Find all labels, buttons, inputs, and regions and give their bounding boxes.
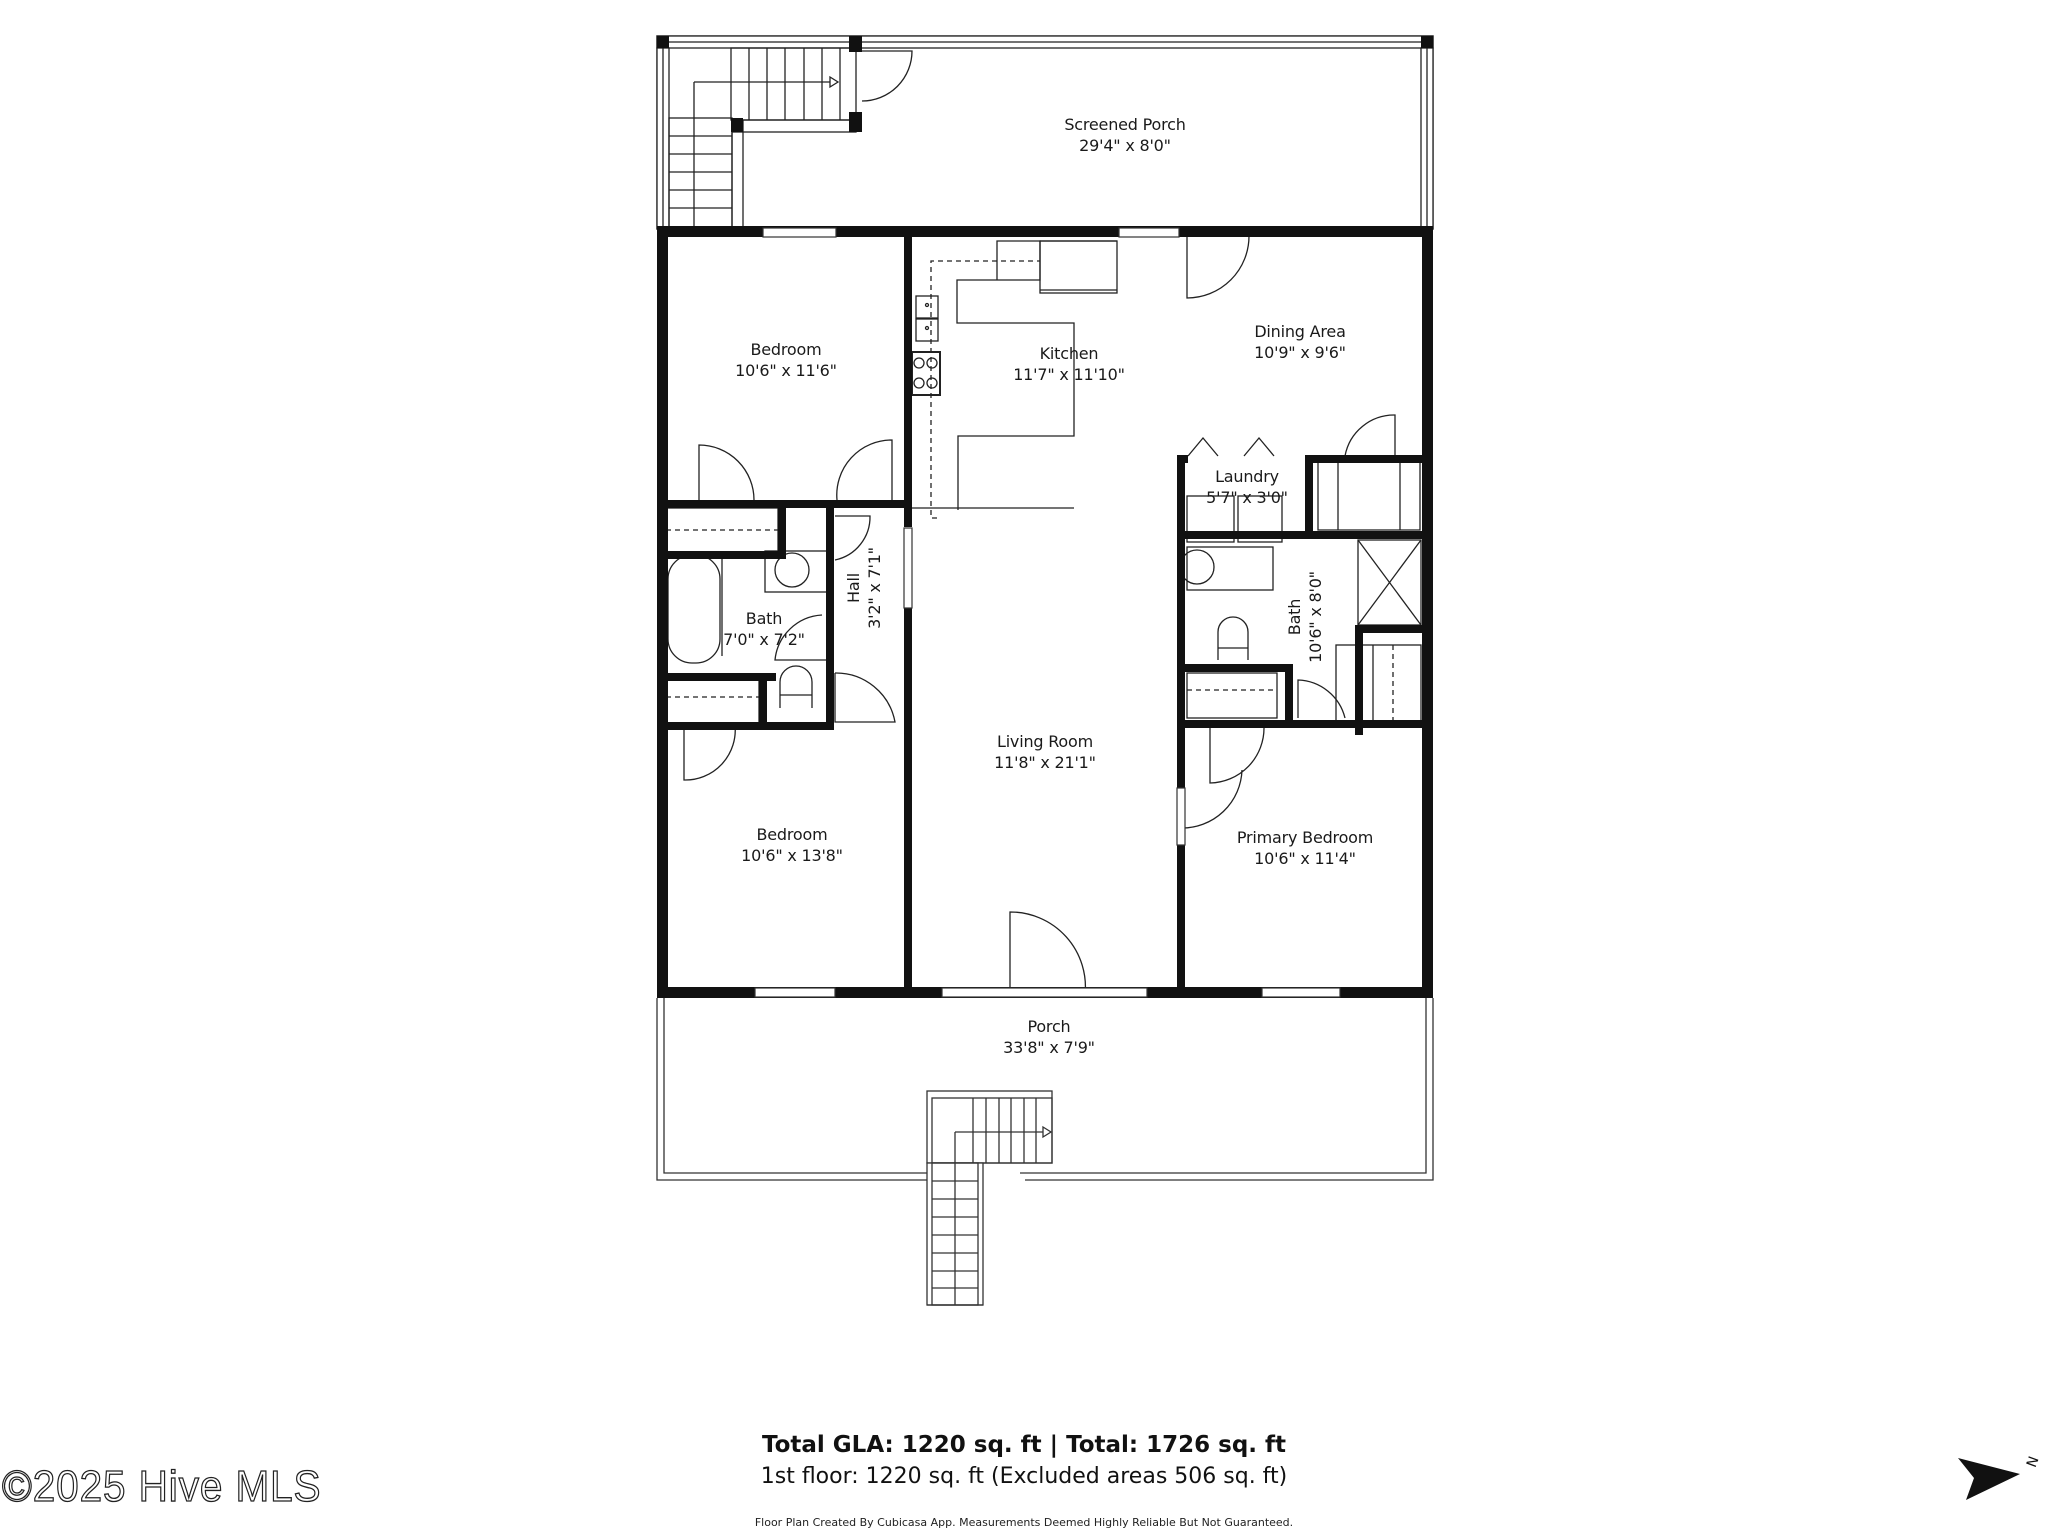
room-label-dining-area: Dining Area 10'9" x 9'6" xyxy=(1254,321,1346,363)
room-name: Bedroom xyxy=(756,825,828,844)
windows xyxy=(754,227,1341,998)
room-dimensions: 10'6" x 8'0" xyxy=(1306,571,1325,663)
room-name: Porch xyxy=(1027,1017,1071,1036)
room-dimensions: 5'7" x 3'0" xyxy=(1206,488,1288,507)
room-dimensions: 7'0" x 7'2" xyxy=(723,630,805,649)
room-label-bath-1: Bath 7'0" x 7'2" xyxy=(723,608,805,650)
room-label-bedroom-2: Bedroom 10'6" x 13'8" xyxy=(741,824,843,866)
room-name: Hall xyxy=(844,573,863,603)
porch-posts xyxy=(657,36,1433,132)
copyright-watermark: ©2025 Hive MLS xyxy=(1,1461,322,1511)
room-label-screened-porch: Screened Porch 29'4" x 8'0" xyxy=(1064,114,1186,156)
room-dimensions: 3'2" x 7'1" xyxy=(865,547,884,629)
room-label-living-room: Living Room 11'8" x 21'1" xyxy=(994,731,1096,773)
total-area-summary: Total GLA: 1220 sq. ft | Total: 1726 sq.… xyxy=(761,1432,1287,1458)
room-label-porch: Porch 33'8" x 7'9" xyxy=(1003,1016,1095,1058)
floor-area-summary: 1st floor: 1220 sq. ft (Excluded areas 5… xyxy=(760,1464,1288,1489)
screened-porch-area xyxy=(656,35,1434,230)
room-dimensions: 10'6" x 11'4" xyxy=(1254,849,1356,868)
room-name: Living Room xyxy=(996,732,1094,751)
room-dimensions: 11'8" x 21'1" xyxy=(994,753,1096,772)
room-label-bath-2: Bath 10'6" x 8'0" xyxy=(1284,571,1326,663)
disclaimer: Floor Plan Created By Cubicasa App. Meas… xyxy=(754,1516,1294,1529)
room-name: Primary Bedroom xyxy=(1236,828,1374,847)
room-dimensions: 29'4" x 8'0" xyxy=(1079,136,1171,155)
room-name: Dining Area xyxy=(1254,322,1346,341)
room-label-primary-bedroom: Primary Bedroom 10'6" x 11'4" xyxy=(1237,827,1373,869)
room-label-kitchen: Kitchen 11'7" x 11'10" xyxy=(1013,343,1125,385)
room-name: Laundry xyxy=(1215,467,1279,486)
room-label-laundry: Laundry 5'7" x 3'0" xyxy=(1206,466,1288,508)
room-dimensions: 33'8" x 7'9" xyxy=(1003,1038,1095,1057)
house-footprint xyxy=(657,229,1433,998)
room-name: Kitchen xyxy=(1039,344,1099,363)
room-dimensions: 10'6" x 11'6" xyxy=(735,361,837,380)
room-name: Bedroom xyxy=(750,340,822,359)
room-dimensions: 11'7" x 11'10" xyxy=(1013,365,1125,384)
room-label-bedroom-1: Bedroom 10'6" x 11'6" xyxy=(735,339,837,381)
room-name: Bath xyxy=(1285,598,1304,636)
room-name: Bath xyxy=(745,609,783,628)
front-porch-area xyxy=(656,998,1434,1306)
room-dimensions: 10'6" x 13'8" xyxy=(741,846,843,865)
north-arrow-icon xyxy=(1958,1458,2020,1500)
room-name: Screened Porch xyxy=(1064,115,1186,134)
room-dimensions: 10'9" x 9'6" xyxy=(1254,343,1346,362)
room-label-hall: Hall 3'2" x 7'1" xyxy=(843,547,885,629)
